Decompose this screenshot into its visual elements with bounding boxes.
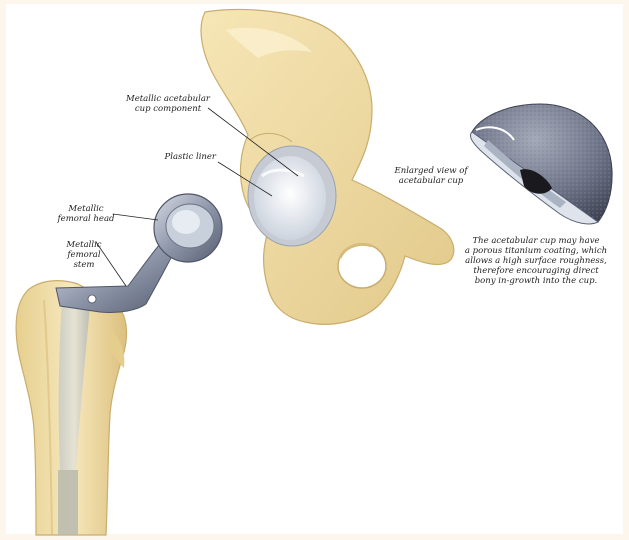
label-metallic-femoral-stem: Metallic femoral stem	[60, 240, 108, 270]
label-plastic-liner: Plastic liner	[146, 152, 216, 162]
label-cup-description: The acetabular cup may have a porous tit…	[456, 236, 616, 286]
femur-bone	[16, 281, 126, 535]
label-metallic-femoral-head: Metallic femoral head	[54, 204, 118, 224]
femoral-head	[154, 194, 222, 262]
label-enlarged-view: Enlarged view of acetabular cup	[382, 166, 480, 186]
enlarged-acetabular-cup	[470, 104, 612, 224]
label-metallic-acetabular-cup: Metallic acetabular cup component	[112, 94, 224, 114]
